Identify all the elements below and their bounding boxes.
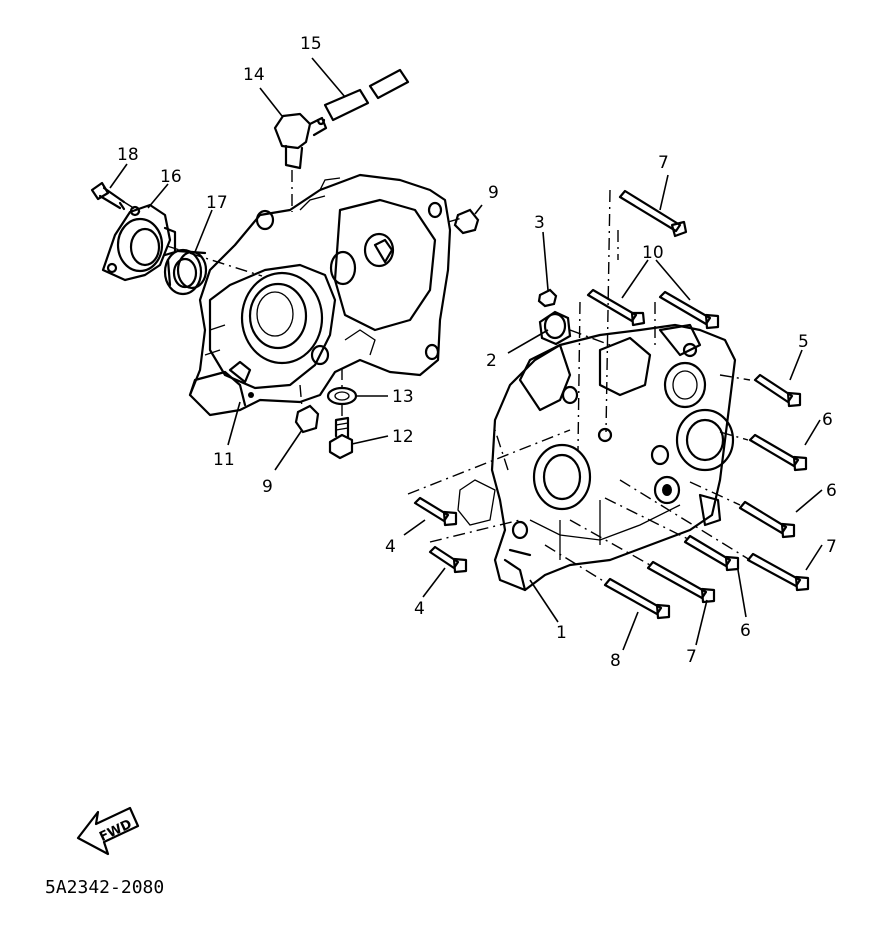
diagram-part-code: 5A2342-2080 <box>45 877 164 898</box>
callout-4-top: 4 <box>385 537 396 557</box>
callout-6-mid: 6 <box>826 481 837 501</box>
washer-13 <box>326 386 358 406</box>
callout-15: 15 <box>300 34 322 54</box>
callout-17: 17 <box>206 193 228 213</box>
callout-12: 12 <box>392 427 414 447</box>
callout-10: 10 <box>642 243 664 263</box>
callout-3: 3 <box>534 213 545 233</box>
callouts: 15 14 18 16 17 9 3 7 10 2 5 6 6 7 6 7 8 … <box>117 34 837 671</box>
fitting-14 <box>273 112 328 170</box>
dowel-2 <box>538 310 572 346</box>
bolt-7-top <box>618 189 688 238</box>
leader-lines <box>109 57 823 651</box>
bolt-10-right <box>658 290 720 330</box>
callout-4-bottom: 4 <box>414 599 425 619</box>
bolt-6-bottom <box>683 534 740 572</box>
left-crankcase <box>188 173 452 417</box>
bearing-17 <box>163 248 208 296</box>
callout-11: 11 <box>213 450 235 470</box>
bolt-8 <box>603 577 671 620</box>
callout-16: 16 <box>160 167 182 187</box>
dowel-9-bottom <box>294 404 320 434</box>
bolt-7-bottom <box>646 560 716 604</box>
bolt-6-mid <box>738 500 796 539</box>
callout-6-top: 6 <box>822 410 833 430</box>
bolt-7-right <box>746 552 810 592</box>
callout-9-bottom: 9 <box>262 477 273 497</box>
forward-direction-arrow: FWD <box>76 806 140 856</box>
callout-9-top: 9 <box>488 183 499 203</box>
bolt-6-top <box>748 433 808 472</box>
bolt-4-bottom <box>428 545 468 574</box>
callout-6-bottom: 6 <box>740 621 751 641</box>
callout-7-top: 7 <box>658 153 669 173</box>
dowel-3 <box>537 288 558 308</box>
callout-8: 8 <box>610 651 621 671</box>
bolt-4-top <box>413 496 458 527</box>
callout-5: 5 <box>798 332 809 352</box>
callout-18: 18 <box>117 145 139 165</box>
plug-12 <box>328 416 354 460</box>
dowel-9-top <box>453 208 480 235</box>
bolt-18 <box>90 181 126 211</box>
callout-2: 2 <box>486 351 497 371</box>
bolt-10-left <box>586 288 646 327</box>
right-crankcase <box>457 323 737 592</box>
callout-14: 14 <box>243 65 265 85</box>
assembly-lines <box>123 170 751 583</box>
callout-7-right: 7 <box>826 537 837 557</box>
callout-1: 1 <box>556 623 567 643</box>
bolt-5 <box>753 373 802 408</box>
callout-13: 13 <box>392 387 414 407</box>
hose-15 <box>323 68 410 122</box>
callout-7-bottom: 7 <box>686 647 697 667</box>
